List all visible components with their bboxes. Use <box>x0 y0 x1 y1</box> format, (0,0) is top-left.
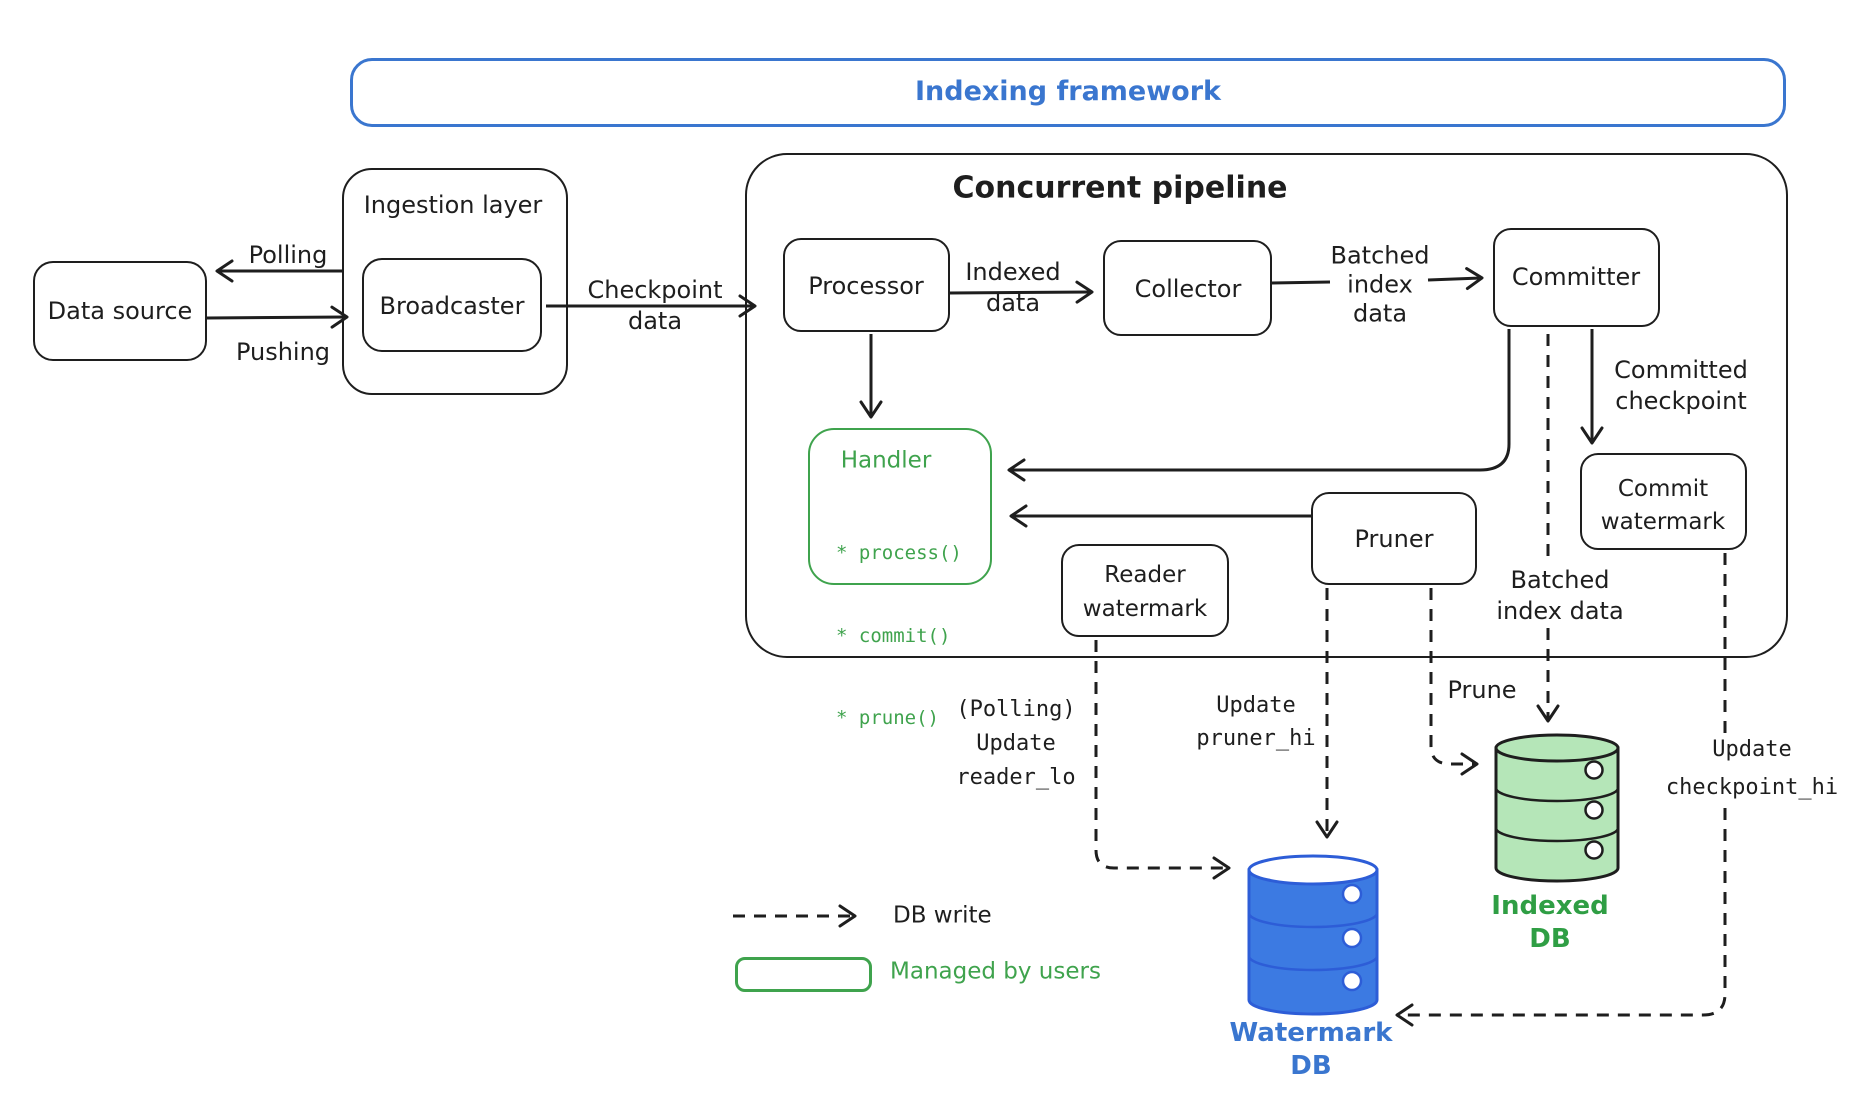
handler-method-process: * process() <box>836 542 962 564</box>
polling-label: Polling <box>248 241 328 269</box>
handler-method-commit: * commit() <box>836 624 951 647</box>
reader-watermark-label: Reader watermark <box>1082 562 1208 622</box>
committer-box <box>1493 228 1660 327</box>
pushing-label: Pushing <box>235 338 331 366</box>
data-source-box <box>33 261 207 361</box>
commit-watermark-label: Commit watermark <box>1600 476 1726 535</box>
indexed-data-label: Indexed data <box>965 258 1061 317</box>
processor-box <box>783 238 950 332</box>
committed-checkpoint-label: Committed checkpoint <box>1614 356 1748 415</box>
concurrent-pipeline-title: Concurrent pipeline <box>952 170 1288 206</box>
pruner-box <box>1311 492 1477 585</box>
batched-index-data-to-db-label: Batched index data <box>1496 566 1624 625</box>
indexing-framework-banner <box>350 58 1786 127</box>
ingestion-layer-label: Ingestion layer <box>363 191 543 219</box>
handler-title: Handler <box>840 447 932 474</box>
ingestion-layer-box <box>342 168 568 395</box>
update-pruner-hi-label: Update pruner_hi <box>1196 693 1316 751</box>
legend-managed-label: Managed by users <box>890 958 1101 985</box>
pushing-arrow <box>206 305 349 329</box>
pruner-label: Pruner <box>1354 525 1434 553</box>
banner-title: Indexing framework <box>914 76 1222 108</box>
commit-watermark-box <box>1580 453 1747 550</box>
data-source-label: Data source <box>47 297 193 325</box>
legend-managed-box <box>735 957 872 992</box>
handler-methods: * process() * commit() * prune() <box>836 485 962 788</box>
broadcaster-label: Broadcaster <box>379 292 525 320</box>
batched-index-data-label: Batched index data <box>1330 241 1430 328</box>
concurrent-pipeline-box <box>745 153 1788 658</box>
update-reader-lo-label: (Polling) Update reader_lo <box>956 697 1076 790</box>
processor-label: Processor <box>808 272 924 300</box>
reader-watermark-box <box>1061 544 1229 637</box>
prune-label: Prune <box>1447 676 1517 704</box>
committer-label: Committer <box>1511 263 1641 291</box>
handler-method-prune: * prune() <box>836 707 939 729</box>
handler-box <box>808 428 992 585</box>
indexed-db-label: Indexed DB <box>1491 891 1609 954</box>
indexed-db-cylinder <box>1494 733 1620 883</box>
update-checkpoint-hi-label: Update checkpoint_hi <box>1665 737 1839 800</box>
broadcaster-box <box>362 258 542 352</box>
checkpoint-data-label: Checkpoint data <box>587 276 723 335</box>
legend-db-write-label: DB write <box>893 902 992 929</box>
watermark-db-label: Watermark DB <box>1229 1018 1393 1081</box>
collector-label: Collector <box>1134 275 1242 303</box>
watermark-db-cylinder <box>1247 854 1379 1016</box>
